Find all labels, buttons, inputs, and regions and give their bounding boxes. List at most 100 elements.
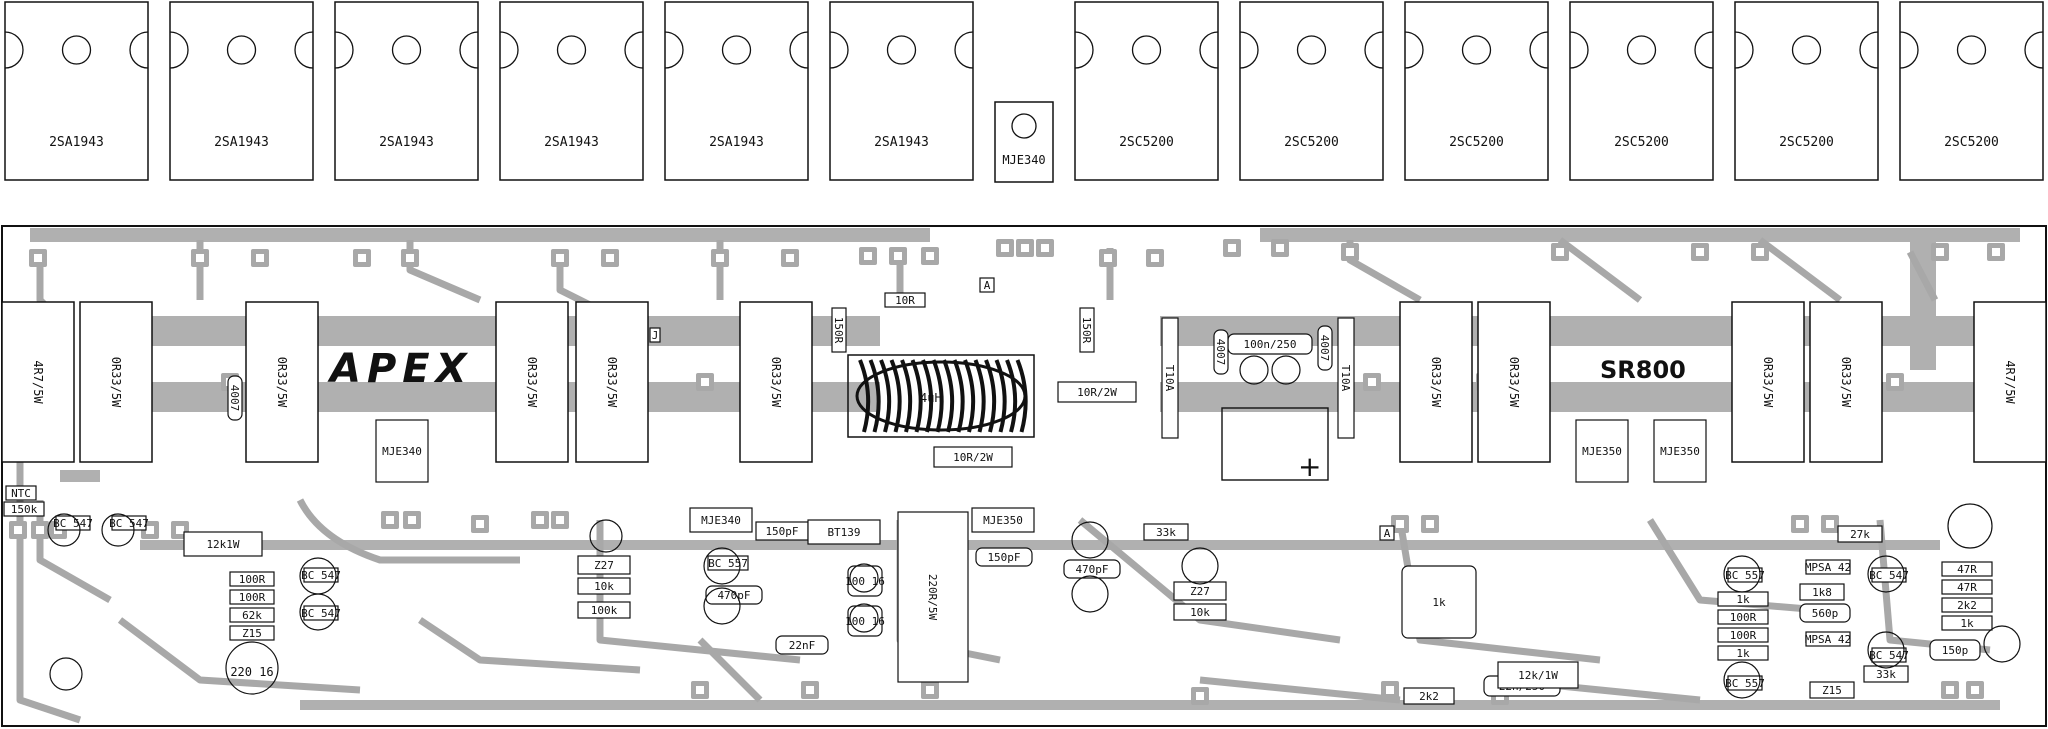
component-label: 150pF xyxy=(765,525,798,538)
component-label: 33k xyxy=(1876,668,1896,681)
component-outline xyxy=(1723,555,1761,593)
component-label: T10A xyxy=(1339,365,1352,392)
component-label: BC 547 xyxy=(109,517,149,530)
component-label: A xyxy=(984,279,991,292)
component-mpsa42_b: MPSA 42 xyxy=(1805,631,1851,647)
model-label: SR800 xyxy=(1600,356,1686,384)
component-label: 12k/1W xyxy=(1518,669,1558,682)
emitter-resistor: 0R33/5W xyxy=(1731,301,1805,463)
component-r2k2: 2k2 xyxy=(1403,687,1455,705)
component-outline xyxy=(1239,355,1269,385)
transistor-footprint: 2SA1943 xyxy=(4,1,149,181)
emitter-resistor: 0R33/5W xyxy=(739,301,813,463)
apex-logo: APEX xyxy=(327,346,472,392)
component-label: 47R xyxy=(1957,563,1977,576)
component-label: BC 547 xyxy=(53,517,93,530)
emitter-resistor-label: 0R33/5W xyxy=(605,357,619,408)
component-z15: Z15 xyxy=(229,625,275,641)
component-outline xyxy=(703,587,741,625)
component-c150pf_b: 150pF xyxy=(975,547,1033,567)
component-r1k_b: 1k xyxy=(1941,615,1993,631)
component-r100k_a: 100k xyxy=(577,601,631,619)
emitter-resistor-label: 0R33/5W xyxy=(109,357,123,408)
component-r33k: 33k xyxy=(1143,523,1189,541)
component-label: 1k xyxy=(1432,596,1446,609)
component-r47r_b: 47R xyxy=(1941,579,1993,595)
component-bt139: BT139 xyxy=(807,519,881,545)
component-bc547_b: BC 547 xyxy=(109,515,149,531)
component-r62k: 62k xyxy=(229,607,275,623)
transistor-footprint: 2SC5200 xyxy=(1899,1,2044,181)
component-mje350_a: MJE350 xyxy=(1575,419,1629,483)
component-label: 150R xyxy=(1080,317,1093,344)
component-label_a: A xyxy=(979,277,995,293)
inductor-label: 4uH xyxy=(920,391,942,405)
component-bc557_c: BC 557 xyxy=(1725,567,1765,583)
component-bc547_f: BC 547 xyxy=(1869,647,1909,663)
component-outline xyxy=(1723,661,1761,699)
component-label: 560p xyxy=(1812,607,1839,620)
component-mje350_c: MJE350 xyxy=(971,507,1035,533)
component-outline xyxy=(1271,355,1301,385)
component-outline xyxy=(703,547,741,585)
component-outline xyxy=(589,519,623,553)
component-outline xyxy=(1947,503,1993,549)
component-r100r_d: 100R xyxy=(1717,627,1769,643)
transistor-label: 2SC5200 xyxy=(1944,135,1999,150)
component-mje340_a: MJE340 xyxy=(375,419,429,483)
component-r1k_d: 1k xyxy=(1717,645,1769,661)
component-label: 1k xyxy=(1960,617,1974,630)
component-label: 10R/2W xyxy=(953,451,993,464)
transistor-footprint: 2SA1943 xyxy=(334,1,479,181)
transistor-footprint: 2SC5200 xyxy=(1734,1,1879,181)
component-label: 4007 xyxy=(228,385,241,412)
component-label: BC 547 xyxy=(1869,569,1909,582)
component-bc_d: BC 547 xyxy=(301,605,341,621)
component-label: 470pF xyxy=(1075,563,1108,576)
component-label: MPSA 42 xyxy=(1805,633,1851,646)
component-label: 1k8 xyxy=(1812,586,1832,599)
emitter-resistor: 0R33/5W xyxy=(1809,301,1883,463)
component-r12k1w_b: 12k/1W xyxy=(1497,661,1579,689)
component-label: Z15 xyxy=(1822,684,1842,697)
emitter-resistor: 0R33/5W xyxy=(79,301,153,463)
component-label: BC 547 xyxy=(301,607,341,620)
component-label: J xyxy=(652,329,659,342)
component-j: J xyxy=(649,327,661,343)
component-label: MJE350 xyxy=(1582,445,1622,458)
component-r1k8: 1k8 xyxy=(1799,583,1845,601)
emitter-resistor-label: 0R33/5W xyxy=(1507,357,1521,408)
component-label: BC 557 xyxy=(708,557,748,570)
transistor-label: 2SC5200 xyxy=(1119,135,1174,150)
component-label: 150p xyxy=(1942,644,1969,657)
emitter-resistor-label: 4R7/5W xyxy=(2003,360,2017,404)
component-c470pf_a: 470pF xyxy=(705,585,763,605)
component-outline xyxy=(225,641,279,695)
component-label: 27k xyxy=(1850,528,1870,541)
transistor-footprint: 2SC5200 xyxy=(1569,1,1714,181)
component-bc547_e: BC 547 xyxy=(1869,567,1909,583)
emitter-resistor-label: 0R33/5W xyxy=(1429,357,1443,408)
component-c470pf_b: 470pF xyxy=(1063,559,1121,579)
component-outline xyxy=(49,657,83,691)
component-label: 10R/2W xyxy=(1077,386,1117,399)
component-label: 150R xyxy=(832,317,845,344)
component-label: 4007 xyxy=(1318,335,1331,362)
emitter-resistor: 0R33/5W xyxy=(495,301,569,463)
emitter-resistor: 0R33/5W xyxy=(1477,301,1551,463)
component-outline xyxy=(849,563,879,593)
component-outline xyxy=(1867,631,1905,669)
component-c150p: 150p xyxy=(1929,639,1981,661)
component-outline xyxy=(299,593,337,631)
component-label: MJE340 xyxy=(382,445,422,458)
component-outline xyxy=(849,603,879,633)
emitter-resistor-label: 0R33/5W xyxy=(275,357,289,408)
component-r150k: 150k xyxy=(3,501,45,517)
component-label: BC 547 xyxy=(301,569,341,582)
emitter-resistor: 0R33/5W xyxy=(1399,301,1473,463)
transistor-label: 2SC5200 xyxy=(1284,135,1339,150)
component-outline xyxy=(1071,575,1109,613)
component-label: 10k xyxy=(1190,606,1210,619)
